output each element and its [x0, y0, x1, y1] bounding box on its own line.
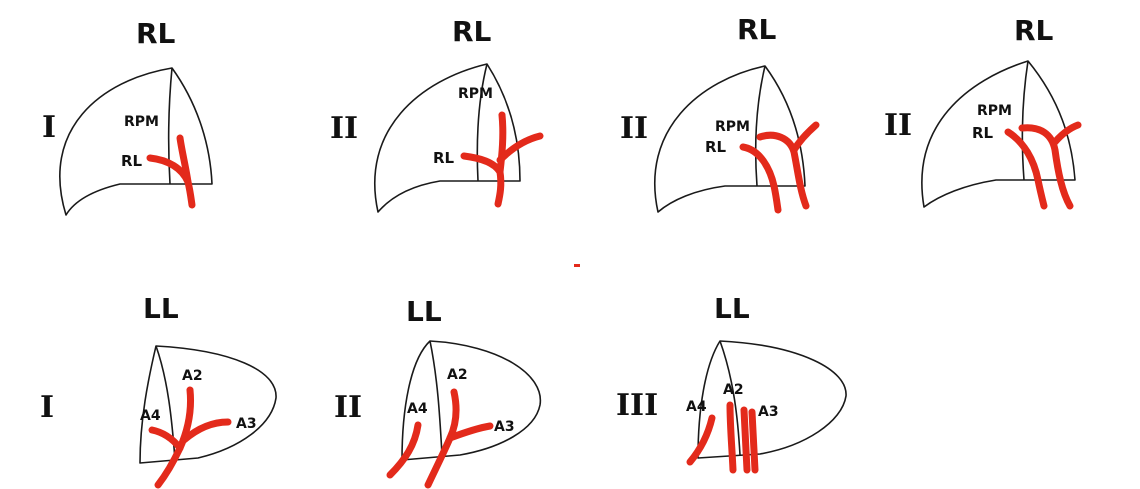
label-a3: A3: [494, 419, 515, 435]
lobe-outline: [921, 60, 1076, 208]
panel-numeral: III: [616, 388, 658, 423]
vessel-branch: [1051, 121, 1082, 146]
vessel-branch: [496, 132, 544, 164]
label-rpm: RPM: [715, 119, 750, 135]
label-a3: A3: [758, 404, 779, 420]
panel-numeral: II: [884, 108, 912, 143]
lobe-outline: [697, 340, 847, 459]
vessel-a4: [386, 421, 422, 479]
panel-rl-3: RL II RPM RL: [620, 13, 820, 214]
stray-mark: [574, 264, 580, 267]
panel-title: RL: [136, 17, 176, 50]
panel-numeral: II: [334, 390, 362, 425]
panel-rl-2: RL II RPM RL: [330, 15, 544, 213]
label-rpm: RPM: [977, 103, 1012, 119]
vessel-rpm: [496, 111, 507, 176]
segment-divider: [476, 63, 488, 182]
label-rl: RL: [972, 124, 994, 142]
vessel-a3-right: [748, 408, 759, 474]
label-a4: A4: [407, 401, 428, 417]
label-a2: A2: [182, 368, 203, 384]
panel-rl-1: RL I RPM RL: [42, 17, 213, 216]
vessel-a3: [180, 418, 232, 444]
vessel-rl: [460, 152, 505, 208]
segment-divider: [155, 345, 176, 461]
label-rpm: RPM: [124, 114, 159, 130]
panel-title: LL: [143, 292, 179, 325]
segment-divider: [1021, 60, 1029, 181]
label-a3: A3: [236, 416, 257, 432]
lobe-outline: [401, 340, 542, 461]
vessel-rpm: [176, 134, 192, 186]
lobe-outline: [653, 65, 806, 213]
label-a2: A2: [723, 382, 744, 398]
vessel-branch: [790, 121, 820, 154]
panel-ll-1: LL I A2 A3 A4: [40, 292, 277, 489]
vessel-rpm: [1018, 124, 1074, 210]
label-rl: RL: [433, 149, 455, 167]
lobe-outline: [139, 345, 277, 464]
vessel-a3: [446, 422, 494, 442]
panel-title: RL: [452, 15, 492, 48]
panel-ll-3: LL III A2 A3 A4: [616, 292, 847, 474]
panel-numeral: I: [42, 110, 56, 145]
segment-divider: [754, 65, 766, 187]
panel-title: RL: [737, 13, 777, 46]
vessel-rl: [739, 143, 782, 214]
label-a4: A4: [140, 408, 161, 424]
label-rpm: RPM: [458, 86, 493, 102]
panel-numeral: II: [330, 111, 358, 146]
panel-title: LL: [714, 292, 750, 325]
lobe-outline: [373, 63, 521, 213]
panel-title: RL: [1014, 14, 1054, 47]
label-rl: RL: [121, 152, 143, 170]
panel-rl-4: RL II RPM RL: [884, 14, 1082, 210]
lobe-outline: [59, 67, 213, 216]
label-a2: A2: [447, 367, 468, 383]
label-rl: RL: [705, 138, 727, 156]
panel-numeral: II: [620, 111, 648, 146]
vessel-a3-left: [740, 406, 751, 474]
segment-divider: [429, 340, 443, 456]
panel-title: LL: [406, 295, 442, 328]
vessel-a4: [148, 426, 184, 452]
vessel-a2: [726, 401, 737, 474]
panel-ll-2: LL II A2 A3 A4: [334, 295, 542, 489]
panel-numeral: I: [40, 390, 54, 425]
vessel-a4: [686, 414, 716, 466]
segment-divider: [719, 340, 741, 456]
vessel-rl: [1004, 128, 1048, 210]
segment-divider: [167, 67, 173, 185]
label-a4: A4: [686, 399, 707, 415]
